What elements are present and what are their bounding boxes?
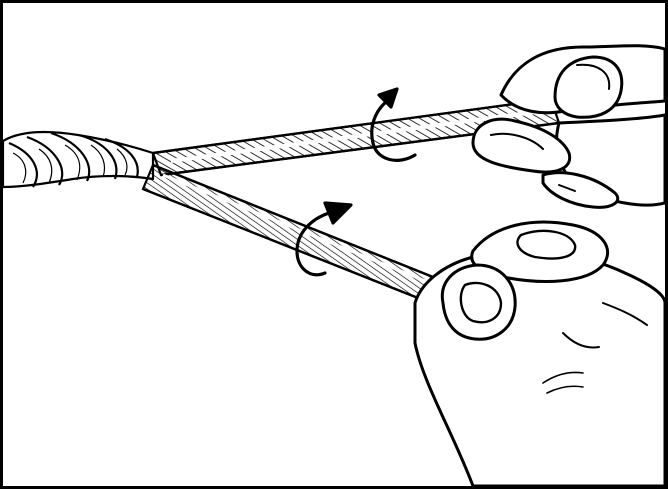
rope-illustration: [3, 3, 665, 486]
lower-hand: [415, 222, 665, 486]
twisted-rope-bundle: [3, 132, 153, 187]
upper-hand: [473, 46, 665, 208]
